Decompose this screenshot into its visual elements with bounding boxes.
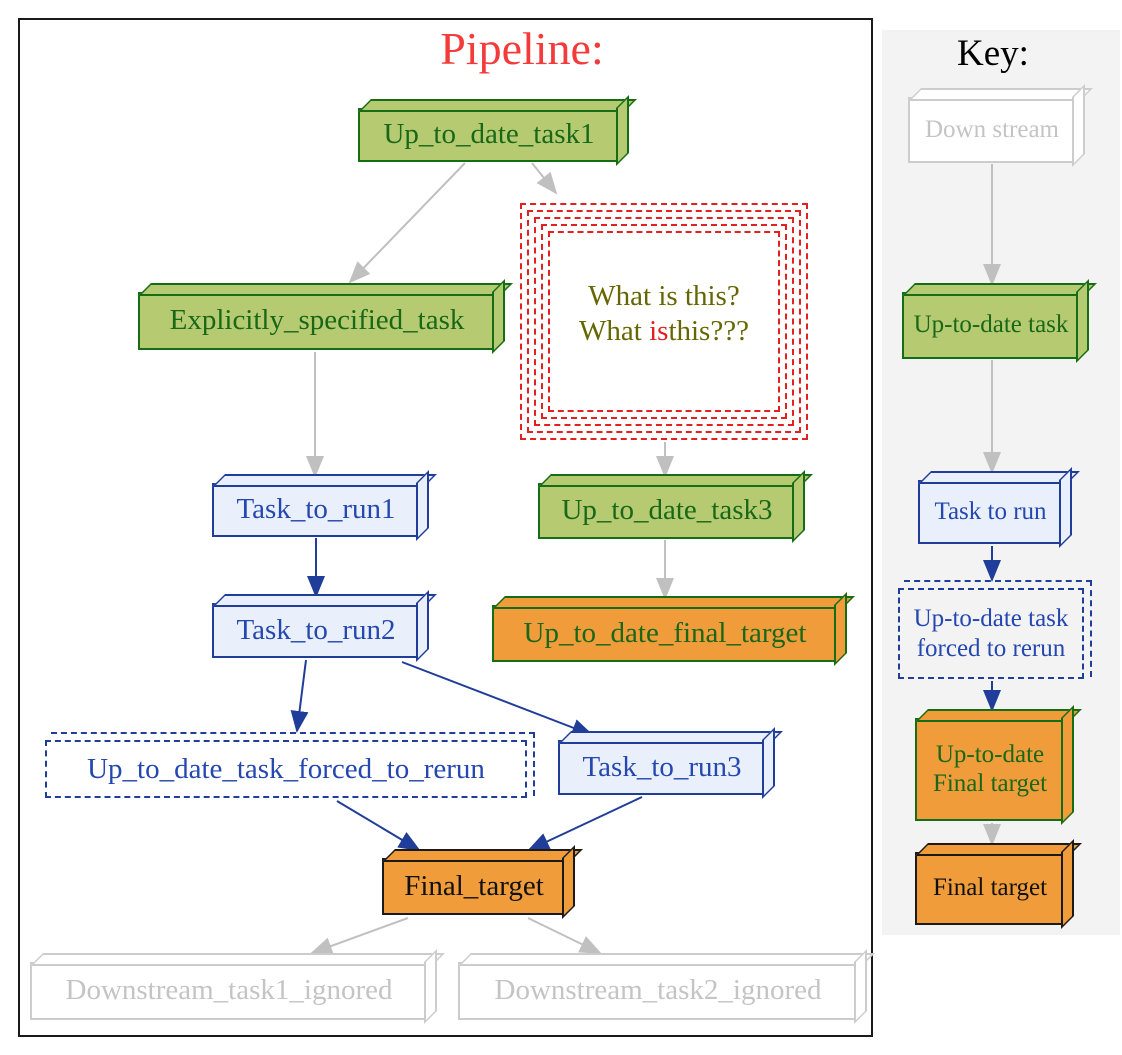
node-label: Task_to_run2 (236, 613, 396, 646)
key-item-task-to-run: Task to run (918, 480, 1063, 544)
node-up-to-date-task3: Up_to_date_task3 (538, 483, 796, 539)
key-item-label: Task to run (934, 497, 1047, 525)
cloud-ring (541, 224, 787, 419)
key-item-forced-rerun: Up-to-date task forced to rerun (898, 580, 1092, 679)
node-final-target: Final_target (382, 858, 566, 915)
key-title: Key: (957, 33, 1029, 74)
node-label: Final_target (404, 869, 544, 902)
node-label: Up_to_date_task_forced_to_rerun (87, 752, 485, 785)
node-downstream-task1-ignored: Downstream_task1_ignored (30, 962, 428, 1020)
node-task-to-run1: Task_to_run1 (212, 483, 420, 537)
annotation-cloud: What is this? What isthis??? (520, 203, 808, 440)
cloud-ring (548, 231, 780, 412)
node-up-to-date-task1: Up_to_date_task1 (358, 108, 620, 162)
key-item-label: Final target (932, 874, 1048, 902)
key-item-label: Up-to-date task forced to rerun (913, 604, 1069, 662)
key-item-down-stream: Down stream (908, 97, 1076, 163)
node-downstream-task2-ignored: Downstream_task2_ignored (458, 962, 858, 1020)
node-up-to-date-final-target: Up_to_date_final_target (492, 605, 838, 662)
cloud-line2: What isthis??? (579, 315, 749, 348)
cloud-line1: What is this? (588, 280, 740, 312)
pipeline-title: Pipeline: (440, 23, 604, 74)
key-item-label: Up-to-date Final target (932, 740, 1048, 797)
node-task-to-run3: Task_to_run3 (558, 740, 766, 795)
key-item-label: Down stream (925, 115, 1059, 143)
node-label: Task_to_run1 (236, 493, 396, 526)
key-item-label: Up-to-date task (913, 311, 1069, 339)
node-task-to-run2: Task_to_run2 (212, 603, 420, 658)
node-label: Up_to_date_final_target (523, 616, 807, 649)
node-label: Task_to_run3 (582, 750, 742, 783)
cloud-ring (527, 210, 801, 433)
cloud-text: What is this? What isthis??? (520, 279, 808, 350)
node-up-to-date-task-forced-to-rerun: Up_to_date_task_forced_to_rerun (45, 732, 535, 798)
node-explicitly-specified-task: Explicitly_specified_task (138, 292, 496, 350)
node-label: Explicitly_specified_task (169, 304, 465, 337)
key-item-final-target: Final target (915, 852, 1065, 925)
node-label: Up_to_date_task1 (383, 118, 595, 151)
node-label: Downstream_task2_ignored (494, 974, 822, 1007)
key-item-up-to-date-final-target: Up-to-date Final target (915, 718, 1065, 821)
key-item-up-to-date-task: Up-to-date task (902, 292, 1080, 359)
node-label: Downstream_task1_ignored (65, 974, 393, 1007)
node-label: Up_to_date_task3 (561, 494, 773, 527)
cloud-ring (520, 203, 808, 440)
cloud-ring (534, 217, 794, 426)
cloud-is-highlight: is (649, 315, 669, 348)
